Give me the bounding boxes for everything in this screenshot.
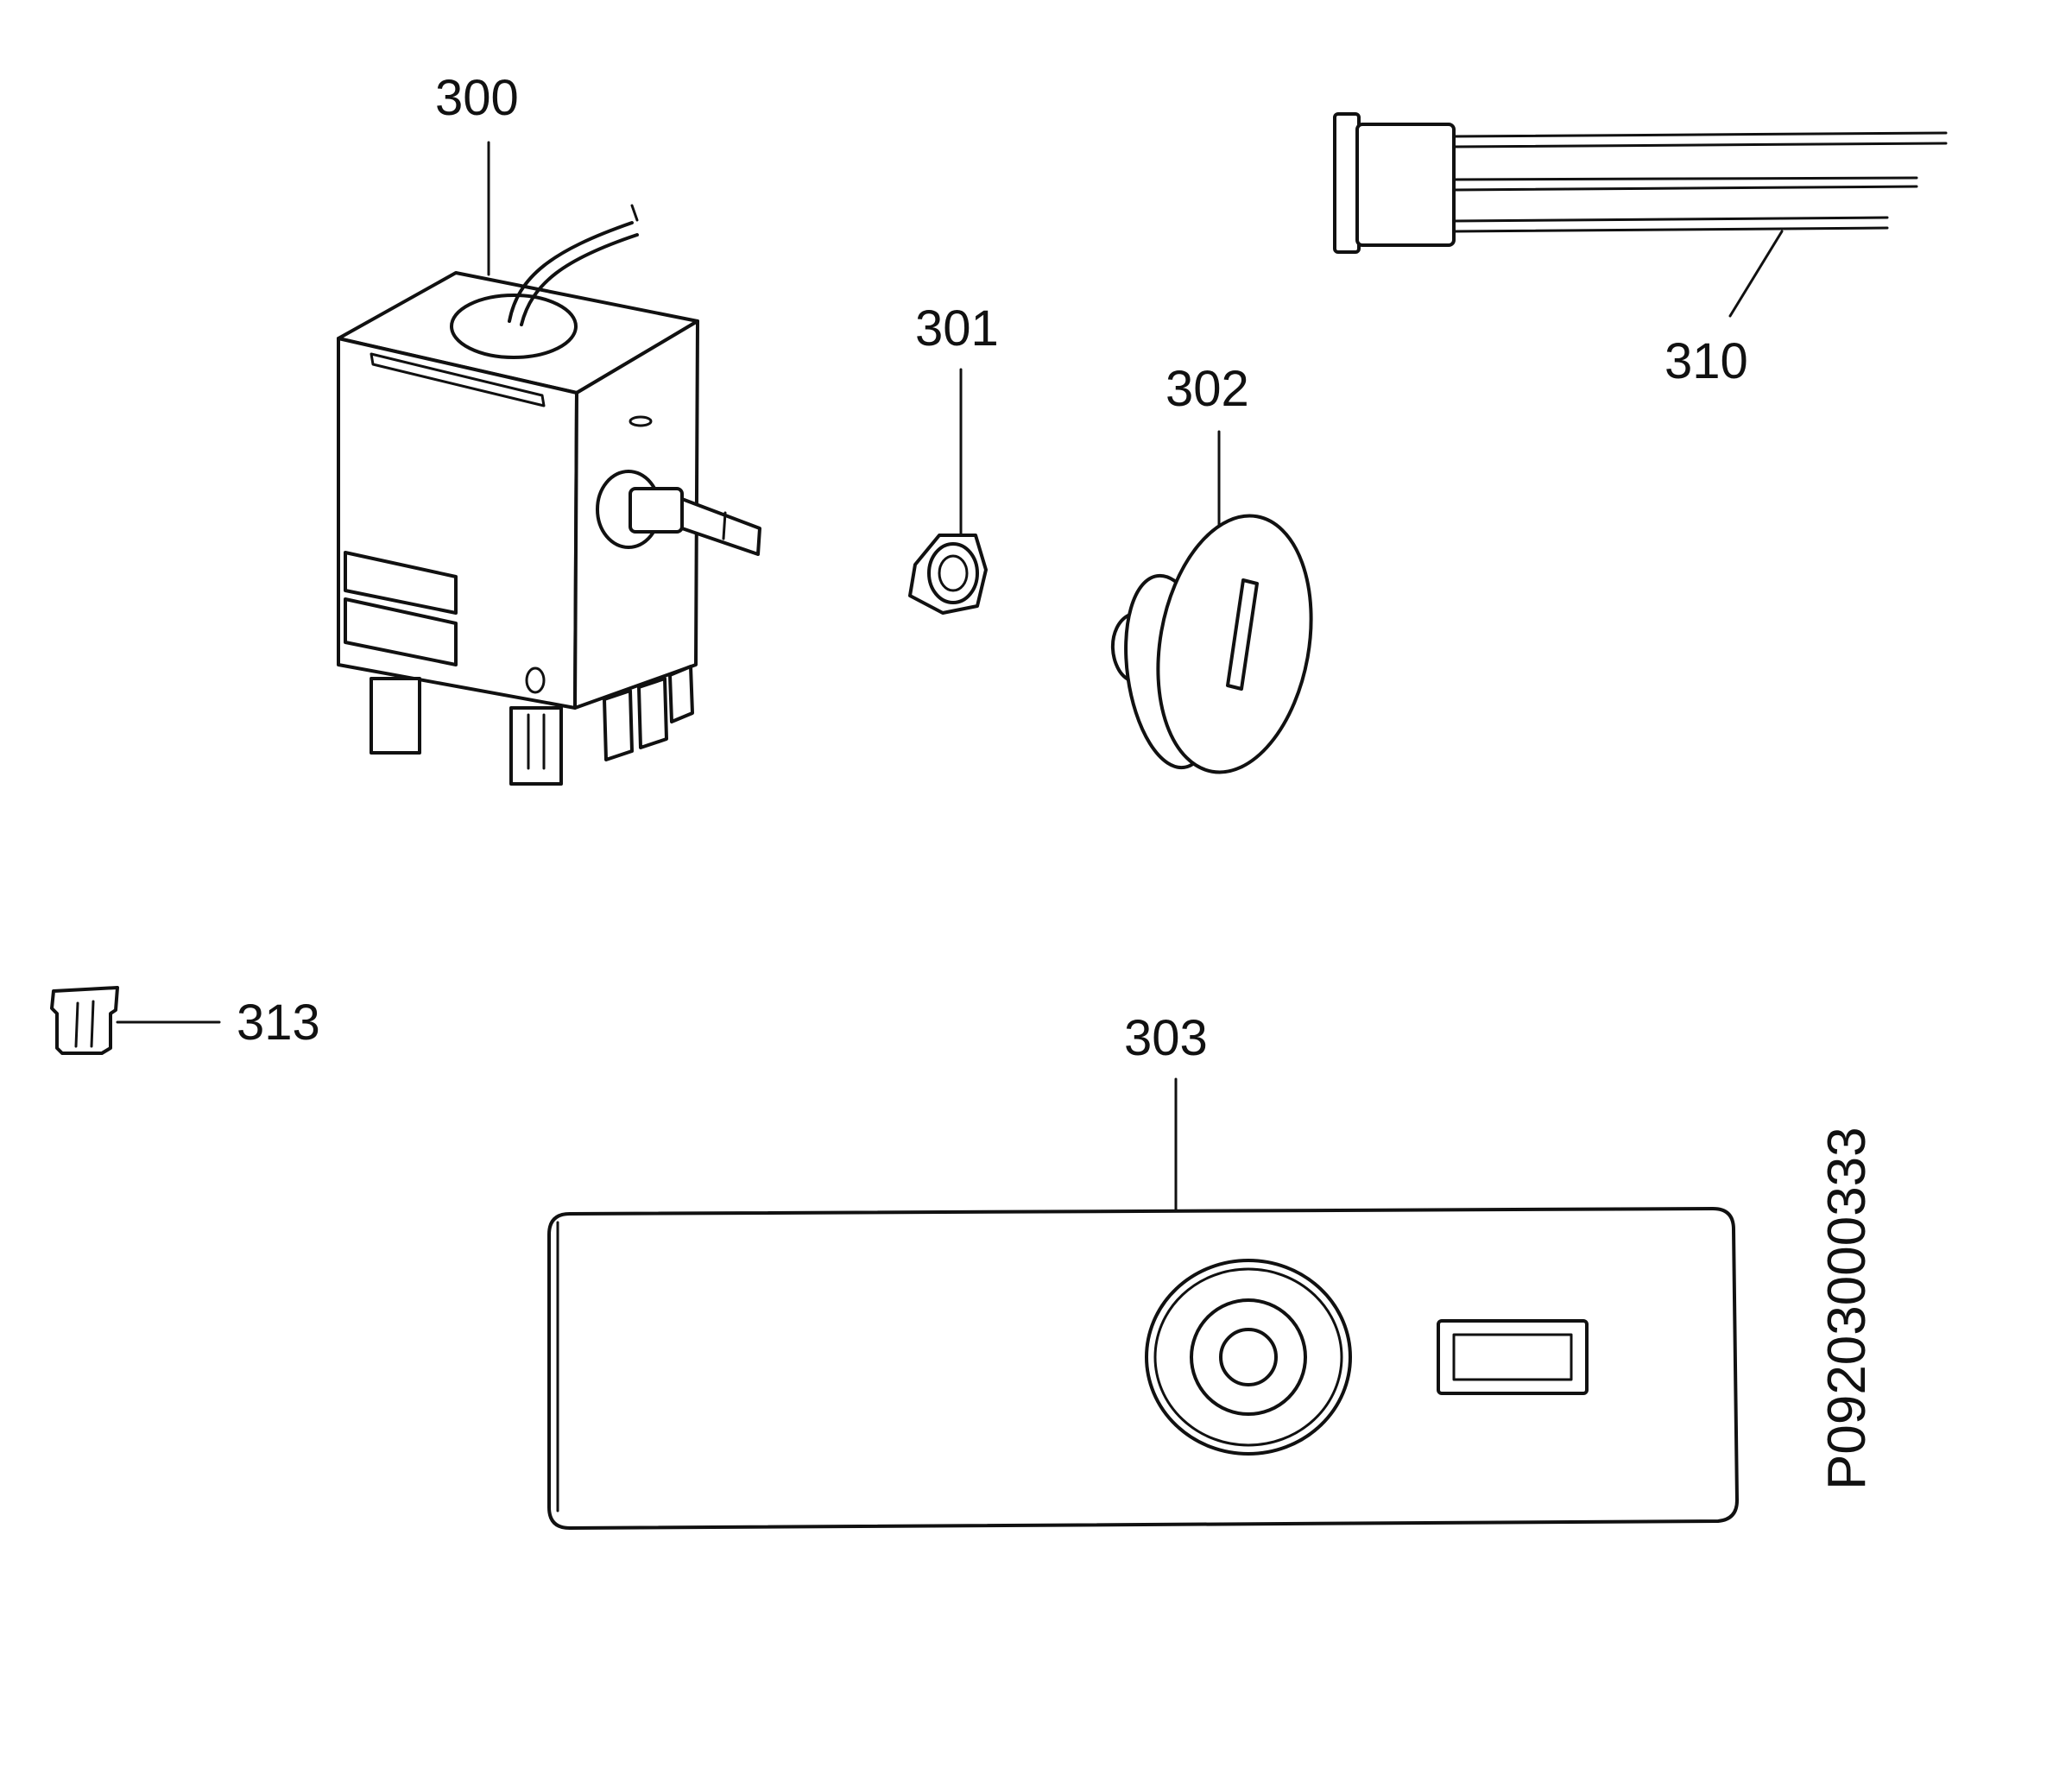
part-300-thermostat xyxy=(337,141,761,786)
label-310: 310 xyxy=(1665,333,1748,389)
part-313-clip xyxy=(50,986,221,1055)
part-302-knob xyxy=(1110,430,1313,774)
label-303: 303 xyxy=(1124,1010,1208,1066)
part-310-wire-harness xyxy=(1333,112,1948,318)
drawing-code: P09203000333 xyxy=(1817,1127,1877,1490)
part-303-control-panel xyxy=(547,1077,1739,1530)
label-302: 302 xyxy=(1166,361,1249,417)
label-300: 300 xyxy=(435,70,519,126)
part-301-nut xyxy=(908,368,988,615)
label-301: 301 xyxy=(915,300,999,357)
label-313: 313 xyxy=(237,995,320,1051)
